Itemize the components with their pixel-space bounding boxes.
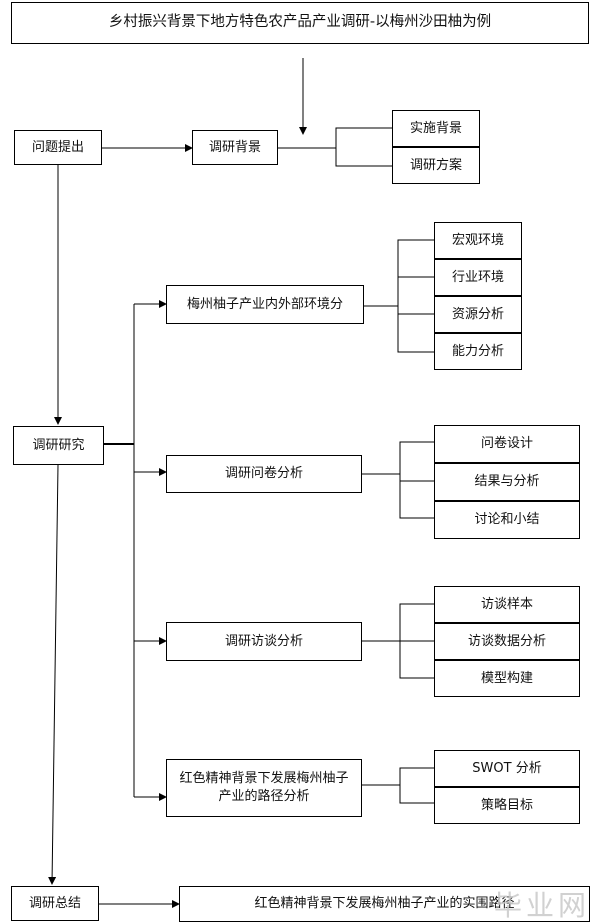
- section-1-child-2: 行业环境: [434, 259, 522, 296]
- section-1-child-4: 能力分析: [434, 333, 522, 370]
- section-3-box: 调研访谈分析: [166, 622, 362, 661]
- watermark-logo: 毕业网: [494, 889, 591, 922]
- stage-research-box: 调研研究: [13, 426, 104, 465]
- section-2-child-3: 讨论和小结: [434, 501, 580, 539]
- arrow-research-summary: [48, 464, 59, 885]
- section-3-child-3: 模型构建: [434, 660, 580, 697]
- final-path-box: 红色精神背景下发展梅州柚子产业的实围路径: [179, 886, 590, 922]
- diagram-title: 乡村振兴背景下地方特色农产品产业调研-以梅州沙田柚为例: [11, 2, 589, 44]
- background-child-2: 调研方案: [392, 147, 480, 184]
- bracket-section-2: [399, 441, 434, 519]
- section-1-box: 梅州柚子产业内外部环境分: [166, 285, 364, 324]
- section-1-child-1: 宏观环境: [434, 222, 522, 259]
- bracket-background: [335, 127, 392, 167]
- bracket-section-4: [399, 767, 434, 804]
- background-child-1: 实施背景: [392, 110, 480, 147]
- section-2-box: 调研问卷分析: [166, 455, 362, 493]
- section-4-child-1: SWOT 分析: [434, 750, 580, 787]
- section-2-child-2: 结果与分析: [434, 463, 580, 501]
- stage-problem-box: 问题提出: [14, 130, 102, 165]
- section-2-child-1: 问卷设计: [434, 425, 580, 463]
- section-4-child-2: 策略目标: [434, 787, 580, 824]
- section-4-box: 红色精神背景下发展梅州柚子产业的路径分析: [166, 759, 362, 817]
- section-3-child-2: 访谈数据分析: [434, 623, 580, 660]
- section-1-child-3: 资源分析: [434, 296, 522, 333]
- stage-summary-box: 调研总结: [11, 886, 99, 921]
- bracket-section-1: [397, 239, 434, 353]
- background-box: 调研背景: [192, 130, 278, 165]
- section-3-child-1: 访谈样本: [434, 586, 580, 623]
